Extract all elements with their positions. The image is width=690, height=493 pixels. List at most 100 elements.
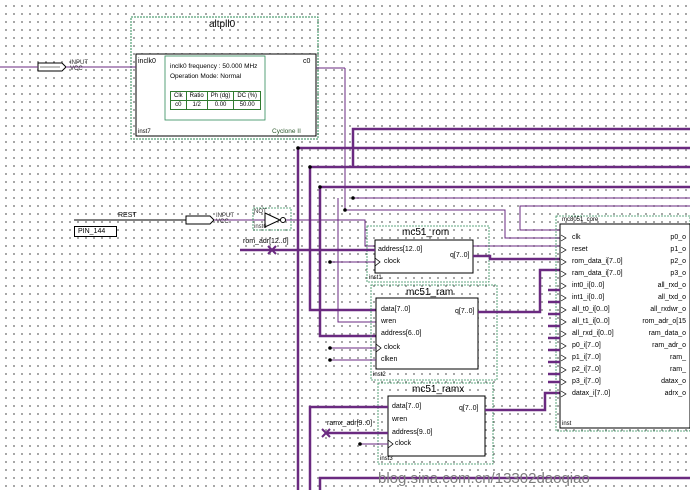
core-input-triangle [560,354,567,362]
core-input-port: p3_i[7..0] [572,378,601,385]
pll-header-dc: DC (%) [233,91,262,101]
pin-assignment-box[interactable]: PIN_144 [74,226,117,237]
ram-clock-tri [375,343,382,353]
altpll-outer-boundary [130,16,319,140]
rom-title: mc51_rom [402,227,450,238]
ramx-boundary [377,382,494,465]
rest-input-vcc: VCC [216,219,229,225]
core-input-port: p2_i[7..0] [572,366,601,373]
altpll-frequency: inclk0 frequency : 50.000 MHz [170,63,258,70]
rom-inst: inst1 [369,275,382,281]
not-gate-tag: NOT [254,209,267,215]
wire-6 [519,205,690,231]
ramx-clock-tri [387,439,394,449]
wire-clk [344,68,560,239]
core-title: mc8051_core [562,217,599,223]
ramx-data-bus [308,405,388,490]
not-gate-boundary [252,207,292,231]
ram-inst: inst2 [373,372,386,378]
altpll-mode: Operation Mode: Normal [170,73,242,80]
core-block[interactable] [559,223,690,429]
rest-input-tag: INPUT [216,213,234,219]
core-output-port: ram_adr_o [652,342,686,349]
ram-port-address: address[6..0] [381,330,422,337]
core-input-triangle [560,330,567,338]
pll-header-ratio: Ratio [185,91,208,101]
core-input-port: p0_i[7..0] [572,342,601,349]
ram-title: mc51_ram [406,287,454,298]
core-output-port: p2_o [670,258,686,265]
core-input-port: all_t1_i[0..0] [572,318,610,325]
core-input-triangle [560,234,567,242]
core-input-port: datax_i[7..0] [572,390,611,397]
core-input-port: all_rxd_i[0..0] [572,330,614,337]
altpll-inst: inst7 [138,129,151,135]
not-gate-bubble [280,217,286,223]
core-boundary [555,215,690,432]
ram-q-bus [478,268,560,314]
core-input-triangle [560,306,567,314]
altpll-out-port: c0 [303,58,311,65]
rom-boundary [366,225,490,283]
core-input-triangle [560,366,567,374]
rom-bus-label: rom_adr[12..0] [243,238,289,245]
core-input-port: clk [572,234,581,241]
ram-port-data: data[7..0] [381,306,411,313]
core-output-port: all_txd_o [657,294,686,301]
rom-clock-tri [374,257,381,267]
not-gate[interactable] [264,212,282,228]
altpll-inner-box [164,55,266,121]
pll-header-clk: Clk [170,91,187,101]
core-output-port: all_rxd_o [657,282,686,289]
core-input-triangle [560,258,567,266]
pll-cell-ratio: 1/2 [185,100,208,110]
pll-header-phase: Ph (dg) [206,91,235,101]
core-output-port: p0_o [670,234,686,241]
wire-wren [337,198,376,323]
ramx-title: mc51_ramx [412,384,465,395]
pll-cell-phase: 0.00 [206,100,235,110]
input-top-vcc: VCC [70,66,83,72]
altpll-in-port: inclk0 [138,58,156,65]
ram-port-q: q[7..0] [455,308,475,315]
ramx-port-q: q[7..0] [459,405,479,412]
rest-input-shape[interactable] [185,215,215,225]
watermark: blog.sina.com.cn/13302daoqiao [378,470,590,487]
core-output-port: all_rxdwr_o [650,306,686,313]
core-input-triangle [560,270,567,278]
core-input-triangle [560,342,567,350]
core-input-port: reset [572,246,588,253]
ram-block[interactable] [375,297,479,370]
altpll-block[interactable] [135,53,317,137]
core-input-triangle [560,318,567,326]
rom-q-bus [473,254,560,261]
bus-3 [308,165,690,312]
core-input-triangle [560,246,567,254]
altpll-device: Cyclone II [272,128,301,135]
rom-block[interactable] [374,239,474,274]
rom-port-q: q[7..0] [450,252,470,259]
ram-port-clken: clken [381,356,398,363]
ram-port-clock: clock [384,344,400,351]
core-input-triangle [560,294,567,302]
core-output-port: ram_ [670,366,686,373]
core-input-triangle [560,390,567,398]
pll-cell-dc: 50.00 [233,100,262,110]
core-output-port: ram_ [670,354,686,361]
bus-1 [351,127,690,168]
core-input-port: int1_i[0..0] [572,294,605,301]
rom-port-address: address[12..0] [378,246,423,253]
ramx-bus-label: ramx_adr[9..0] [327,420,373,427]
ramx-port-clock: clock [395,440,411,447]
rest-name: REST [118,212,137,219]
core-input-port: rom_data_i[7..0] [572,258,623,265]
core-input-triangle [560,282,567,290]
pll-cell-clk: c0 [170,100,187,110]
bottom-bus [318,476,690,490]
core-input-port: int0_i[0..0] [572,282,605,289]
ramx-block[interactable] [387,395,486,457]
core-output-port: rom_adr_o[15 [642,318,686,325]
rom-port-clock: clock [384,258,400,265]
ramx-inst: inst3 [380,456,393,462]
